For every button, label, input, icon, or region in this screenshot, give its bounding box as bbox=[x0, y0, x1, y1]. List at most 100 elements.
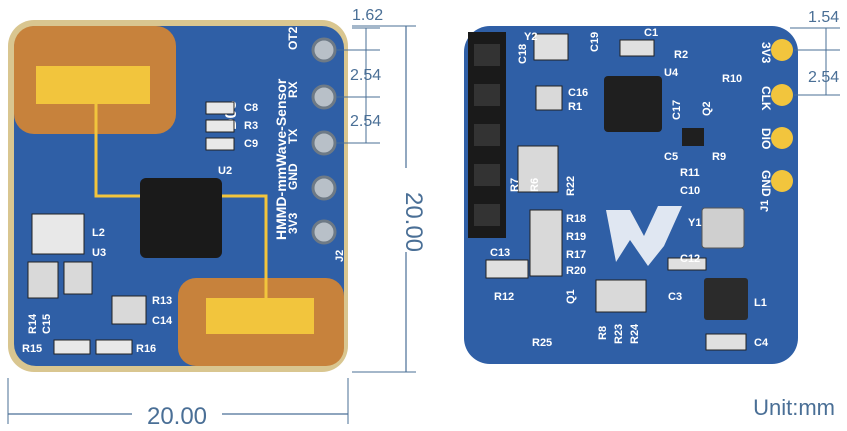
front-pin-pad bbox=[311, 175, 337, 201]
smd-component bbox=[595, 279, 647, 313]
ref-r3: R3 bbox=[244, 120, 258, 132]
ref-r6: R6 bbox=[529, 178, 541, 192]
dim-label-2-54-a: 2.54 bbox=[350, 67, 381, 84]
dim-label-1-54: 1.54 bbox=[808, 9, 839, 26]
ref-c9: C9 bbox=[244, 138, 258, 150]
back-board: 3V3 CLK DIO GND C18 Y2 C19 C1 R2 U4 C16 … bbox=[464, 26, 798, 364]
back-pin-pad bbox=[771, 84, 793, 106]
pin-label-3v3-back: 3V3 bbox=[759, 42, 773, 64]
ref-r7: R7 bbox=[509, 178, 521, 192]
brand-logo bbox=[606, 206, 682, 266]
ref-u2: U2 bbox=[218, 165, 232, 177]
dim-label-2-54-c: 2.54 bbox=[808, 69, 839, 86]
inductor-l2 bbox=[31, 213, 85, 255]
header-pin bbox=[474, 204, 500, 226]
ref-r20: R20 bbox=[566, 265, 586, 277]
inductor-l1 bbox=[704, 278, 748, 320]
ref-r16: R16 bbox=[136, 343, 156, 355]
ref-c1: C1 bbox=[644, 27, 658, 39]
ref-r10: R10 bbox=[722, 73, 742, 85]
back-pin-pad bbox=[771, 127, 793, 149]
ref-r9: R9 bbox=[712, 151, 726, 163]
pin-label-clk: CLK bbox=[759, 86, 773, 111]
smd-component bbox=[667, 257, 707, 271]
ref-u3: U3 bbox=[92, 247, 106, 259]
ref-c18: C18 bbox=[517, 44, 529, 64]
ref-r15: R15 bbox=[22, 343, 42, 355]
back-dimensions: 1.54 2.54 bbox=[790, 9, 840, 96]
back-designators: C18 Y2 C19 C1 R2 U4 C16 R1 C17 Q2 R10 C5… bbox=[490, 27, 771, 349]
header-pin bbox=[474, 44, 500, 66]
ref-c16: C16 bbox=[568, 87, 588, 99]
ref-c12: C12 bbox=[680, 253, 700, 265]
ref-l2: L2 bbox=[92, 227, 105, 239]
ref-c13: C13 bbox=[490, 247, 510, 259]
back-pin-pad bbox=[771, 170, 793, 192]
header-pin bbox=[474, 164, 500, 186]
pin-label-tx: TX bbox=[286, 129, 300, 144]
pin-header bbox=[468, 32, 506, 238]
ref-c5: C5 bbox=[664, 151, 678, 163]
ref-y2: Y2 bbox=[524, 31, 537, 43]
dim-label-height: 20.00 bbox=[400, 192, 427, 252]
ref-r8: R8 bbox=[597, 326, 609, 340]
ref-r25: R25 bbox=[532, 337, 552, 349]
header-pin bbox=[474, 124, 500, 146]
smd-component bbox=[705, 333, 747, 351]
ref-r18: R18 bbox=[566, 213, 586, 225]
front-pin-pad bbox=[311, 219, 337, 245]
front-board-title: HMMD-mmWave-Sensor bbox=[273, 78, 289, 240]
back-components bbox=[485, 33, 747, 351]
smd-component bbox=[205, 101, 235, 115]
ref-r23: R23 bbox=[613, 324, 625, 344]
ref-r1: R1 bbox=[568, 101, 582, 113]
front-dimensions: 1.62 2.54 2.54 20.00 20.00 bbox=[7, 7, 427, 430]
ref-c3: C3 bbox=[668, 291, 682, 303]
smd-component bbox=[485, 259, 529, 279]
rf-feed-line-1 bbox=[94, 88, 140, 198]
front-board: HMMD-mmWave-Sensor D03 OT2 RX TX GND 3V3 bbox=[8, 20, 348, 372]
front-pin-pad bbox=[311, 130, 337, 156]
smd-component bbox=[205, 119, 235, 133]
ref-q2: Q2 bbox=[701, 101, 713, 116]
ref-j1: J1 bbox=[759, 200, 771, 212]
ref-c14: C14 bbox=[152, 315, 173, 327]
smd-component bbox=[63, 261, 93, 295]
ref-q1: Q1 bbox=[565, 289, 577, 304]
dim-label-width: 20.00 bbox=[147, 403, 207, 430]
ref-r19: R19 bbox=[566, 231, 586, 243]
front-pin-pads bbox=[311, 37, 337, 245]
ref-r22: R22 bbox=[565, 176, 577, 196]
ref-c15: C15 bbox=[41, 314, 53, 334]
ref-c17: C17 bbox=[671, 100, 683, 120]
smd-component bbox=[517, 145, 559, 193]
smd-component bbox=[95, 339, 133, 355]
radar-chip bbox=[140, 178, 222, 258]
front-designators: C8 R3 C9 U2 J2 L2 U3 C15 R14 R13 C14 R15… bbox=[22, 102, 346, 355]
pin-label-gnd: GND bbox=[286, 163, 300, 190]
ref-r13: R13 bbox=[152, 295, 172, 307]
ref-r2: R2 bbox=[674, 49, 688, 61]
ref-c8: C8 bbox=[244, 102, 258, 114]
ref-c4: C4 bbox=[754, 337, 769, 349]
pin-label-gnd-back: GND bbox=[759, 170, 773, 197]
front-pin-labels: OT2 RX TX GND 3V3 bbox=[286, 26, 300, 234]
pin-label-3v3: 3V3 bbox=[286, 212, 300, 234]
front-components bbox=[27, 101, 235, 355]
dim-label-2-54-b: 2.54 bbox=[350, 113, 381, 130]
header-pin bbox=[474, 84, 500, 106]
crystal-y1 bbox=[701, 207, 745, 249]
smd-component bbox=[111, 295, 147, 325]
pin-label-ot2: OT2 bbox=[286, 26, 300, 50]
ref-r11: R11 bbox=[680, 167, 700, 179]
ref-l1: L1 bbox=[754, 297, 767, 309]
transistor-q2 bbox=[682, 128, 704, 146]
rf-feed-line-2 bbox=[222, 194, 268, 308]
smd-component bbox=[205, 137, 235, 151]
antenna-patch-bottom bbox=[206, 298, 314, 334]
unit-label: Unit:mm bbox=[753, 395, 835, 420]
smd-component bbox=[27, 261, 59, 299]
ref-j2: J2 bbox=[334, 250, 346, 262]
smd-component bbox=[533, 33, 569, 61]
